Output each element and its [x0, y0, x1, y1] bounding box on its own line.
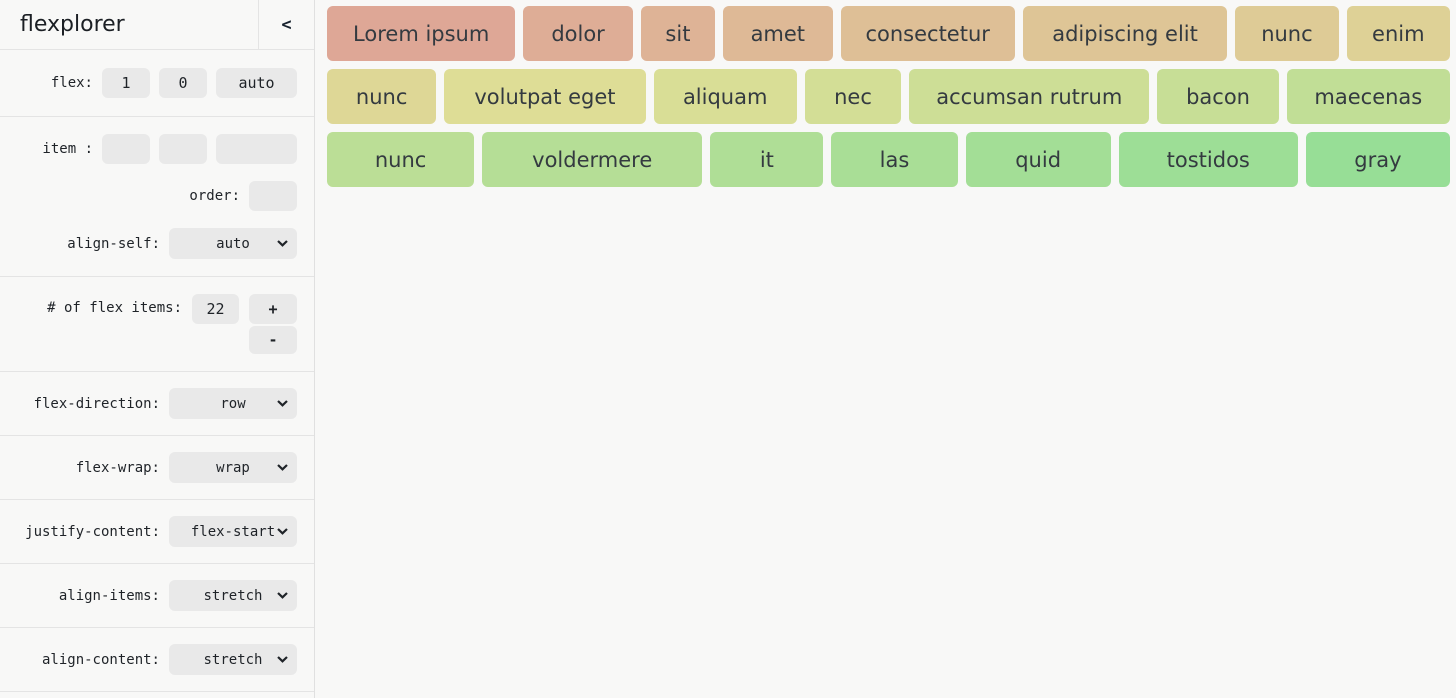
flex-item[interactable]: amet — [723, 6, 833, 61]
flex-item[interactable]: tostidos — [1118, 132, 1298, 187]
align-content-section: align-content: stretch — [0, 628, 314, 692]
app-title: flexplorer — [20, 12, 125, 37]
align-content-label: align-content: — [41, 651, 160, 668]
flex-item[interactable]: nunc — [327, 69, 437, 124]
flex-item[interactable]: nec — [804, 69, 902, 124]
flex-grow-input[interactable] — [102, 68, 150, 98]
flex-item[interactable]: sit — [640, 6, 716, 61]
chevron-down-icon — [277, 400, 288, 407]
item-editor-section: item : order: align-self: auto — [0, 117, 314, 277]
flex-item[interactable]: bacon — [1157, 69, 1279, 124]
flex-item[interactable]: nunc — [327, 132, 475, 187]
item-count-input[interactable] — [192, 294, 239, 324]
item-count-stepper: + - — [249, 294, 297, 354]
chevron-down-icon — [277, 528, 288, 535]
flex-item[interactable]: aliquam — [653, 69, 797, 124]
flex-direction-section: flex-direction: row — [0, 372, 314, 436]
flex-shorthand-section: flex: — [0, 50, 314, 117]
flex-shrink-input[interactable] — [159, 68, 207, 98]
item-flex-grow-input[interactable] — [102, 134, 150, 164]
flex-item[interactable]: enim — [1346, 6, 1450, 61]
flex-item[interactable]: consectetur — [840, 6, 1015, 61]
sidebar: flexplorer < flex: item : order: align-s… — [0, 0, 315, 698]
flex-item[interactable]: it — [710, 132, 824, 187]
align-self-label: align-self: — [67, 235, 160, 252]
flex-label: flex: — [50, 75, 93, 91]
flex-item[interactable]: dolor — [523, 6, 633, 61]
flex-item[interactable]: maecenas — [1286, 69, 1450, 124]
chevron-down-icon — [277, 464, 288, 471]
chevron-down-icon — [277, 592, 288, 599]
item-flex-shrink-input[interactable] — [159, 134, 207, 164]
align-items-value: stretch — [203, 587, 263, 604]
flex-item[interactable]: Lorem ipsum — [327, 6, 516, 61]
flex-wrap-label: flex-wrap: — [75, 459, 160, 476]
align-self-select[interactable]: auto — [169, 228, 297, 259]
flex-basis-input[interactable] — [216, 68, 297, 98]
justify-content-label: justify-content: — [25, 523, 160, 540]
flex-item[interactable]: gray — [1305, 132, 1450, 187]
remove-item-button[interactable]: - — [249, 326, 297, 354]
flex-direction-select[interactable]: row — [169, 388, 297, 419]
chevron-down-icon — [277, 656, 288, 663]
align-items-label: align-items: — [58, 587, 160, 604]
sidebar-collapse-button[interactable]: < — [258, 0, 314, 49]
item-count-label: # of flex items: — [47, 300, 182, 316]
flex-direction-value: row — [220, 395, 246, 412]
container-properties: flex-direction: row flex-wrap: wrap justify-… — [0, 372, 314, 692]
flex-item[interactable]: quid — [965, 132, 1111, 187]
flex-direction-label: flex-direction: — [33, 395, 160, 412]
order-input[interactable] — [249, 181, 297, 211]
order-label: order: — [189, 188, 240, 204]
align-items-select[interactable]: stretch — [169, 580, 297, 611]
sidebar-header: flexplorer < — [0, 0, 314, 50]
justify-content-section: justify-content: flex-start — [0, 500, 314, 564]
justify-content-select[interactable]: flex-start — [169, 516, 297, 547]
flex-wrap-select[interactable]: wrap — [169, 452, 297, 483]
flex-item[interactable]: volutpat eget — [444, 69, 646, 124]
item-label: item : — [42, 141, 93, 157]
align-items-section: align-items: stretch — [0, 564, 314, 628]
align-self-value: auto — [216, 235, 250, 252]
justify-content-value: flex-start — [190, 523, 276, 540]
flex-item[interactable]: accumsan rutrum — [909, 69, 1150, 124]
align-content-value: stretch — [203, 651, 263, 668]
flex-wrap-value: wrap — [216, 459, 250, 476]
item-flex-basis-input[interactable] — [216, 134, 297, 164]
flex-item[interactable]: voldermere — [482, 132, 703, 187]
item-count-section: # of flex items: + - — [0, 277, 314, 372]
flex-item[interactable]: nunc — [1235, 6, 1339, 61]
add-item-button[interactable]: + — [249, 294, 297, 324]
chevron-down-icon — [277, 240, 288, 247]
align-content-select[interactable]: stretch — [169, 644, 297, 675]
flex-item[interactable]: las — [831, 132, 958, 187]
flex-item[interactable]: adipiscing elit — [1022, 6, 1228, 61]
flex-wrap-section: flex-wrap: wrap — [0, 436, 314, 500]
